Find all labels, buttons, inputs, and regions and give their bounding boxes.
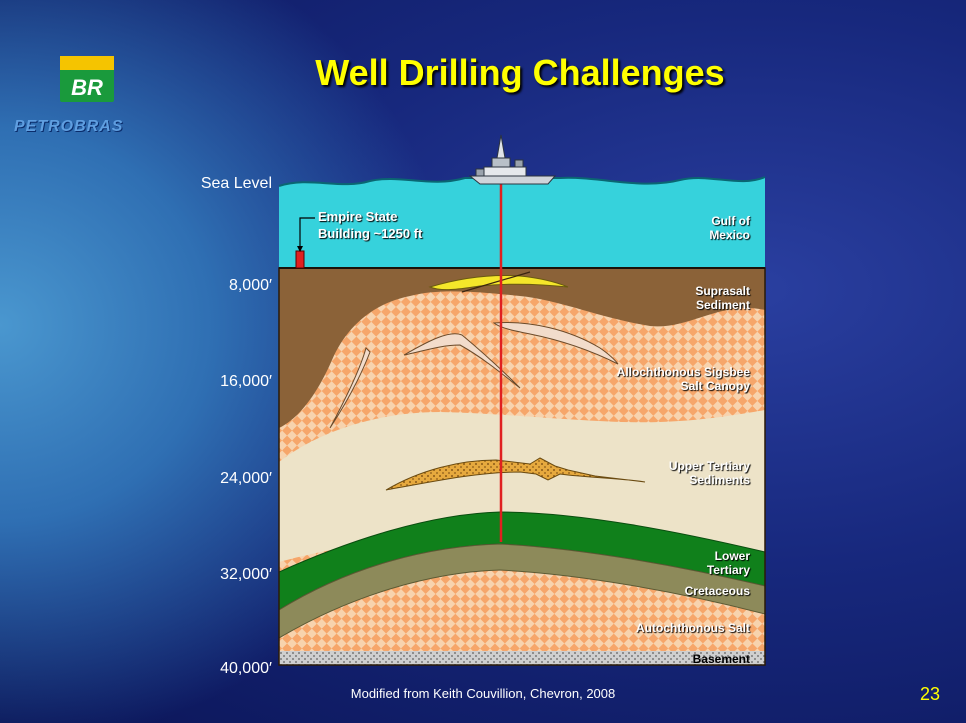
label-gulf: Gulf of Mexico	[709, 214, 750, 242]
empire-state-label: Empire State Building ~1250 ft	[318, 209, 423, 241]
basement-layer	[279, 651, 765, 665]
dotted-sand-lens	[385, 457, 646, 491]
depth-32000: 32,000′	[220, 566, 272, 583]
label-canopy: Allochthonous Sigsbee Salt Canopy	[616, 365, 750, 393]
depth-8000: 8,000′	[228, 277, 272, 294]
credit-text: Modified from Keith Couvillion, Chevron,…	[350, 686, 616, 701]
label-basement: Basement	[692, 652, 750, 666]
sea-surface	[278, 176, 766, 187]
depth-40000: 40,000′	[220, 660, 272, 677]
drilling-ship-icon	[468, 134, 557, 185]
salt-lens-left	[329, 347, 371, 429]
cretaceous-layer	[279, 543, 765, 639]
label-lower-tertiary: Lower Tertiary	[706, 549, 750, 577]
salt-lens-middle	[403, 333, 521, 389]
yellow-sand-lens	[428, 275, 569, 291]
page-number: 23	[920, 684, 941, 704]
slide-title: Well Drilling Challenges	[315, 52, 725, 93]
suprasalt-sediment	[279, 268, 765, 428]
label-suprasalt: Suprasalt Sediment	[695, 284, 750, 312]
depth-sea-level: Sea Level	[200, 175, 272, 192]
petrobras-logo-icon: BR	[60, 56, 114, 102]
label-autochthonous: Autochthonous Salt	[636, 621, 750, 635]
depth-16000: 16,000′	[220, 373, 272, 390]
logo-mark: BR	[71, 75, 103, 100]
label-cretaceous: Cretaceous	[684, 584, 750, 598]
fault-line	[461, 271, 531, 293]
logo-name: PETROBRAS	[14, 118, 124, 135]
salt-lens-right	[492, 322, 619, 365]
upper-tertiary-layer	[279, 410, 765, 562]
empire-state-pointer	[299, 217, 315, 249]
empire-state-marker	[295, 250, 305, 269]
depth-24000: 24,000′	[220, 470, 272, 487]
sea-layer	[279, 177, 765, 268]
label-upper-tertiary: Upper Tertiary Sediments	[668, 459, 750, 487]
